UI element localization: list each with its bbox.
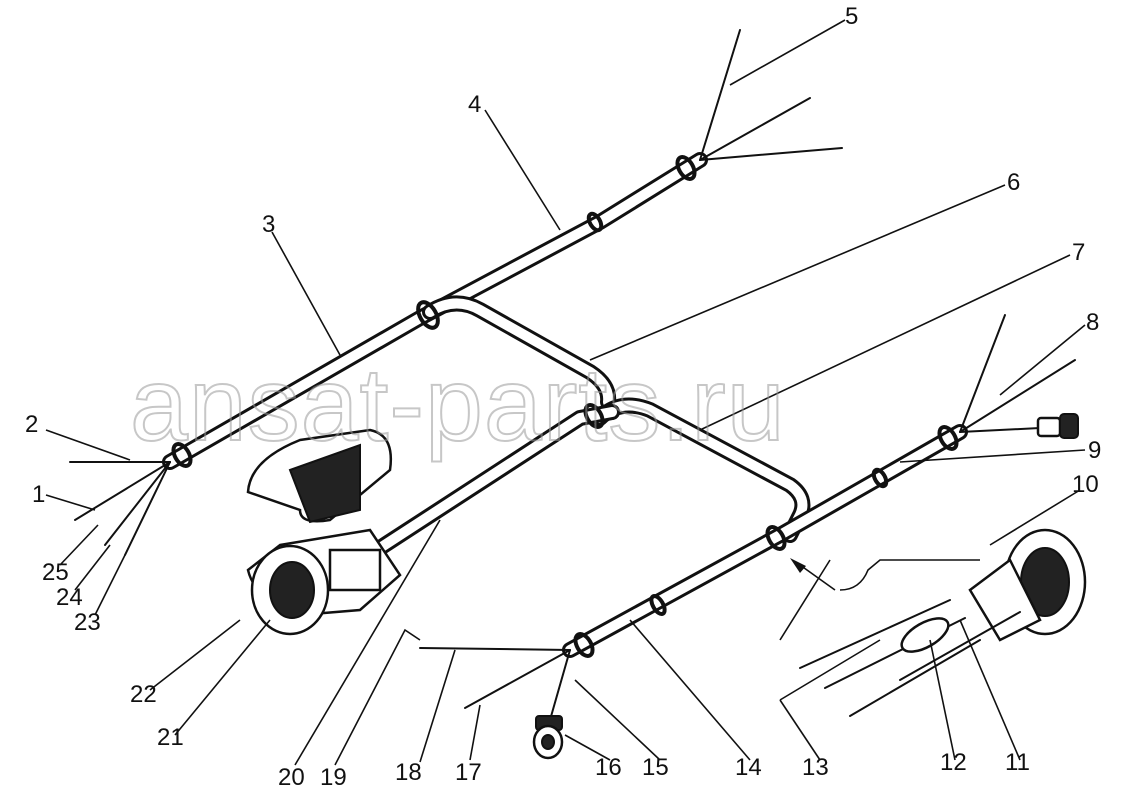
leader-lines bbox=[45, 19, 1086, 766]
callout-6: 6 bbox=[1007, 169, 1020, 196]
callout-15: 15 bbox=[642, 754, 669, 781]
callout-24: 24 bbox=[56, 584, 83, 611]
callout-25: 25 bbox=[42, 559, 69, 586]
callout-labels: 1 2 3 4 5 6 7 8 9 10 11 12 13 14 15 16 1… bbox=[25, 3, 1101, 791]
wire-ends-left bbox=[69, 461, 171, 556]
watermark-text: ansat-parts.ru bbox=[130, 347, 786, 463]
callout-11: 11 bbox=[1005, 749, 1030, 776]
harness-trunk-upper bbox=[162, 152, 708, 470]
callout-14: 14 bbox=[735, 754, 762, 781]
callout-3: 3 bbox=[262, 211, 275, 238]
callout-9: 9 bbox=[1088, 437, 1101, 464]
plug-16-icon bbox=[532, 715, 564, 760]
callout-16: 16 bbox=[595, 754, 622, 781]
callout-17: 17 bbox=[455, 759, 482, 786]
callout-18: 18 bbox=[395, 759, 422, 786]
detail-connector-icon bbox=[779, 528, 1087, 717]
callout-23: 23 bbox=[74, 609, 101, 636]
callout-13: 13 bbox=[802, 754, 829, 781]
callout-5: 5 bbox=[845, 3, 858, 30]
callout-22: 22 bbox=[130, 681, 157, 708]
wire-ends-bottom bbox=[419, 647, 571, 721]
callout-2: 2 bbox=[25, 411, 38, 438]
callout-12: 12 bbox=[940, 749, 967, 776]
sensor-plug-icon bbox=[1036, 413, 1079, 439]
callout-4: 4 bbox=[468, 91, 481, 118]
callout-1: 1 bbox=[32, 481, 45, 508]
harness-trunk-lower bbox=[562, 424, 968, 658]
wire-ends-right bbox=[959, 314, 1076, 433]
callout-21: 21 bbox=[157, 724, 184, 751]
callout-8: 8 bbox=[1086, 309, 1099, 336]
callout-10: 10 bbox=[1072, 471, 1099, 498]
callout-19: 19 bbox=[320, 764, 347, 791]
callout-7: 7 bbox=[1072, 239, 1085, 266]
connector-housing-icon bbox=[246, 428, 402, 636]
callout-20: 20 bbox=[278, 764, 305, 791]
binding-bands bbox=[171, 155, 959, 658]
wire-ends-top bbox=[699, 29, 843, 161]
